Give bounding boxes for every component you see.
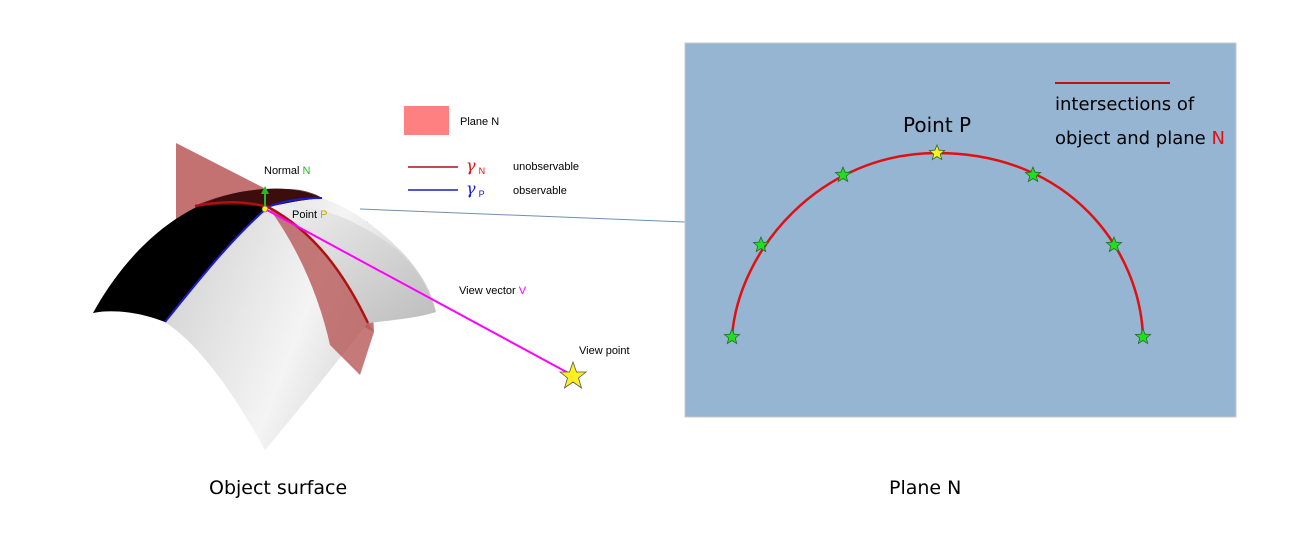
panel-point-p-label: Point P — [903, 113, 971, 137]
surface-dark-region — [93, 188, 322, 322]
plane-n-legend-label: Plane N — [460, 116, 499, 128]
surface-right-region — [268, 205, 436, 323]
point-p-marker — [261, 205, 269, 213]
sample-star-icon — [1024, 165, 1042, 183]
gamma-p-legend-label: observable — [513, 185, 567, 197]
plane-n-swatch — [404, 106, 449, 135]
zoom-connector-line — [359, 208, 686, 223]
normal-arrowhead — [261, 186, 269, 194]
sample-star-icon — [1134, 327, 1152, 345]
view-point-label: View point — [579, 345, 630, 357]
object-surface-figure: Normal N Point P View vector V View poin… — [93, 143, 630, 499]
point-p-star-icon — [928, 143, 946, 161]
sample-star-icon — [723, 327, 741, 345]
plane-n-panel: intersections of object and plane N Poin… — [684, 42, 1237, 418]
view-vector-line — [266, 209, 573, 376]
view-point-star-icon — [558, 360, 588, 389]
gamma-n-legend-label: unobservable — [513, 161, 579, 173]
sample-stars — [723, 143, 1152, 345]
plane-n-caption: Plane N — [889, 477, 961, 499]
plane-n-front — [268, 207, 374, 375]
object-surface-caption: Object surface — [209, 477, 347, 499]
normal-label: Normal N — [264, 165, 311, 177]
sample-star-icon — [834, 165, 852, 183]
panel-legend-line1: intersections of — [1055, 94, 1195, 115]
panel-legend-line2: object and plane N — [1055, 128, 1225, 149]
gamma-n-curve — [194, 201, 370, 324]
sample-star-icon — [1105, 235, 1123, 253]
gamma-p-curve — [164, 197, 323, 323]
point-label: Point P — [292, 209, 327, 221]
sample-star-icon — [752, 235, 770, 253]
view-vector-label: View vector V — [459, 285, 527, 297]
